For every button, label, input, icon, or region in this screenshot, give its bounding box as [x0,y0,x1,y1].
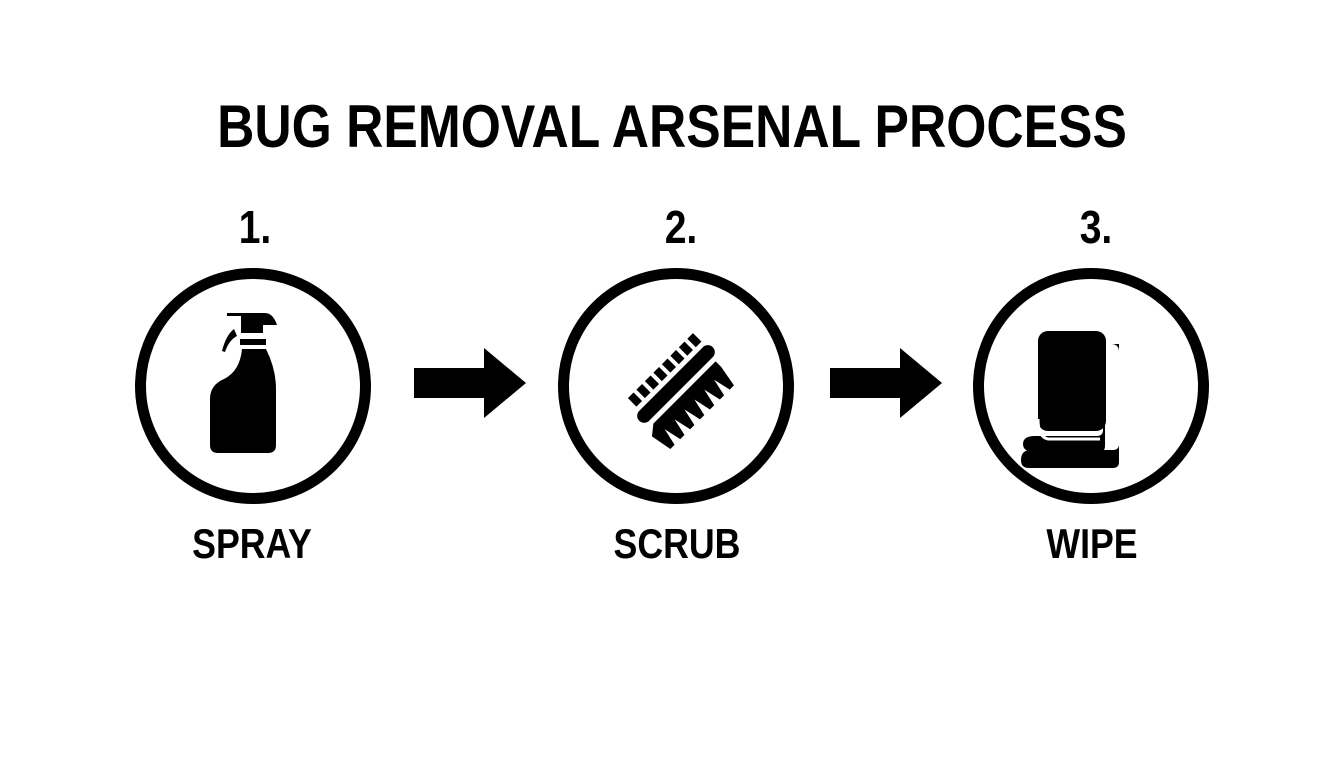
arrow-right-icon [414,348,526,418]
cloth-towel-icon [1021,331,1119,468]
spray-bottle-icon [210,313,277,453]
step-1-number: 1. [238,201,272,253]
step-3-circle [973,268,1209,504]
step-3-label: WIPE [1046,520,1138,567]
arrow-right-icon [830,348,942,418]
step-3-number: 3. [1079,201,1113,253]
page-title: BUG REMOVAL ARSENAL PROCESS [217,93,1127,160]
step-2-label: SCRUB [613,520,741,567]
scrub-brush-icon [627,333,734,450]
step-2-circle [558,268,794,504]
step-2-number: 2. [664,201,698,253]
step-1-circle [135,268,371,504]
step-1-label: SPRAY [192,520,312,567]
